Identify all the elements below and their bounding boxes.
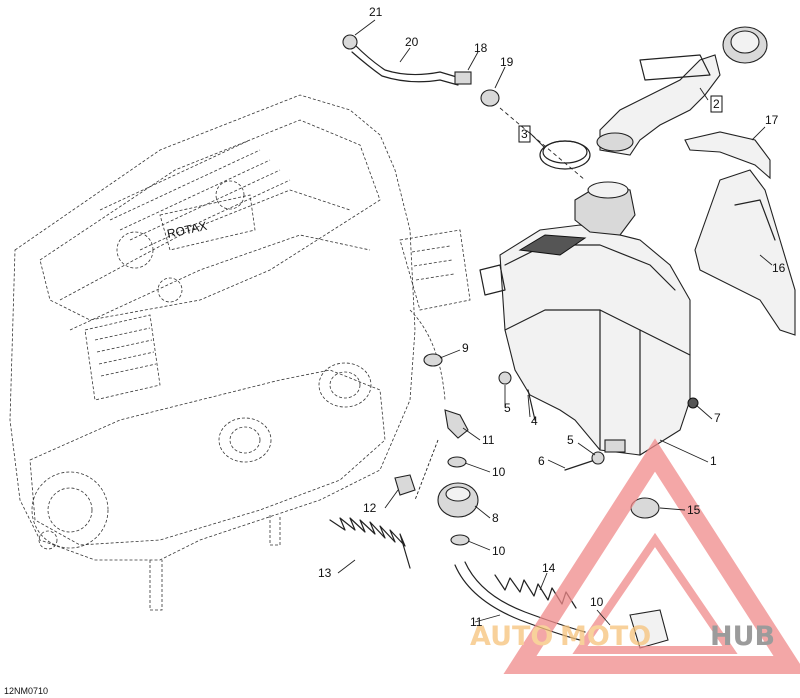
engine-assembly: ROTAX <box>9 94 471 611</box>
vent-hose <box>342 34 586 181</box>
drawing-code: 12NM0710 <box>4 686 48 696</box>
callout-c13: 13 <box>318 566 332 580</box>
callout-c11b: 11 <box>470 615 483 629</box>
callout-c19: 19 <box>500 55 514 69</box>
callout-c16: 16 <box>772 261 786 275</box>
callout-c21: 21 <box>369 5 383 19</box>
callout-c15: 15 <box>687 503 701 517</box>
engine-logo: ROTAX <box>166 219 208 241</box>
callout-c12: 12 <box>363 501 377 515</box>
filler-tube <box>596 54 721 156</box>
callout-c4: 4 <box>531 414 538 428</box>
callout-c14: 14 <box>542 561 556 575</box>
heat-shield <box>694 169 796 336</box>
oil-tank <box>479 181 691 456</box>
callout-c5b: 5 <box>567 433 574 447</box>
callout-c10b: 10 <box>492 544 506 558</box>
callout-c10a: 10 <box>492 465 506 479</box>
protector-strip <box>684 131 771 180</box>
callout-c11a: 11 <box>482 433 495 447</box>
callout-c7: 7 <box>714 411 721 425</box>
leader-lines <box>337 19 773 626</box>
callout-c17: 17 <box>765 113 779 127</box>
watermark-moto: MOTO <box>560 621 651 652</box>
clamp <box>539 140 591 170</box>
callout-c3: 3 <box>521 127 528 141</box>
hardware <box>329 353 699 649</box>
callout-c6: 6 <box>538 454 545 468</box>
callout-c9: 9 <box>462 341 469 355</box>
callout-c10c: 10 <box>590 595 604 609</box>
callout-c1: 1 <box>710 454 717 468</box>
callout-c18: 18 <box>474 41 488 55</box>
watermark: AUTO MOTO HUB <box>470 438 800 674</box>
callout-c5a: 5 <box>504 401 511 415</box>
watermark-auto: AUTO <box>470 621 553 652</box>
filler-cap <box>722 26 768 64</box>
watermark-hub: HUB <box>710 621 775 652</box>
callout-c8: 8 <box>492 511 499 525</box>
callout-c20: 20 <box>405 35 419 49</box>
callout-c2: 2 <box>713 97 720 111</box>
callout-box-c2 <box>710 95 723 113</box>
callout-box-c3 <box>518 125 531 143</box>
